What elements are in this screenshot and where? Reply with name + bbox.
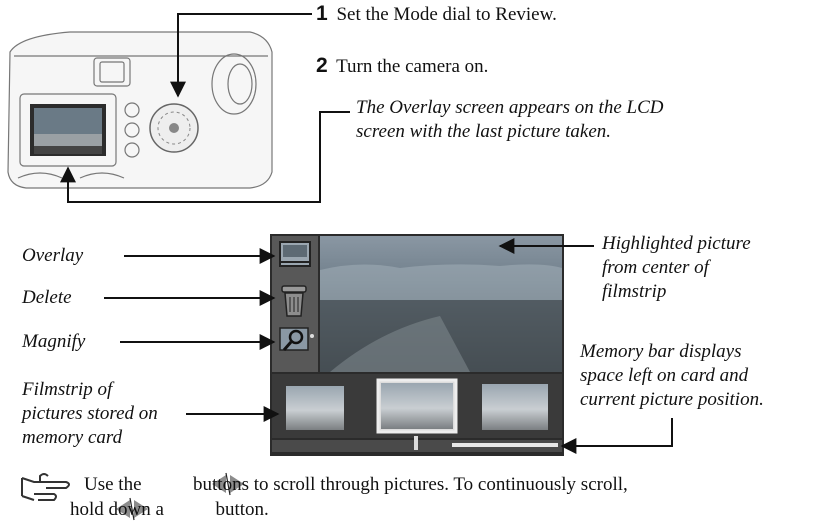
callout-highlighted-line-1: Highlighted picture xyxy=(602,233,751,254)
callout-memory-bar-line-1: Memory bar displays xyxy=(580,341,742,362)
overlay-icon[interactable] xyxy=(279,241,311,267)
callout-highlighted-line-2: from center of xyxy=(602,257,709,278)
callout-filmstrip-line-2: pictures stored on xyxy=(22,403,158,424)
overlay-note-line-2: screen with the last picture taken. xyxy=(356,121,612,142)
step-1-text: Set the Mode dial to Review. xyxy=(336,4,557,25)
tip-line-1-start: Use the xyxy=(84,474,142,495)
callout-delete: Delete xyxy=(22,287,72,308)
step-1: 1 Set the Mode dial to Review. xyxy=(316,2,557,26)
scroll-buttons-icon-2 xyxy=(116,497,148,521)
overlay-note: The Overlay screen appears on the LCD sc… xyxy=(356,96,663,144)
step-2-text: Turn the camera on. xyxy=(336,56,489,77)
tip-line-1-end: buttons to scroll through pictures. To c… xyxy=(193,474,628,495)
tip-line-2-start: hold down a xyxy=(70,499,164,520)
scroll-buttons-icon-1 xyxy=(212,472,244,496)
callout-highlighted: Highlighted picture from center of films… xyxy=(602,232,751,304)
callout-highlighted-line-3: filmstrip xyxy=(602,281,667,302)
magnify-icon[interactable] xyxy=(279,327,314,351)
callout-memory-bar-line-3: current picture position. xyxy=(580,389,764,410)
step-2: 2 Turn the camera on. xyxy=(316,54,488,78)
callout-memory-bar-line-2: space left on card and xyxy=(580,365,749,386)
callout-overlay: Overlay xyxy=(22,245,84,266)
callout-lines xyxy=(104,238,673,454)
callout-filmstrip-line-3: memory card xyxy=(22,427,123,448)
tip-line-1: Use the buttons to scroll through pictur… xyxy=(84,472,628,497)
pointing-hand-icon xyxy=(21,473,70,501)
overlay-note-line-1: The Overlay screen appears on the LCD xyxy=(356,97,664,118)
callout-magnify: Magnify xyxy=(22,331,86,352)
tip-line-2: hold down a button. xyxy=(70,497,269,522)
callout-filmstrip-line-1: Filmstrip of xyxy=(22,379,113,400)
memory-bar-position-marker xyxy=(414,436,418,450)
filmstrip-thumb-left[interactable] xyxy=(286,386,344,430)
callout-filmstrip: Filmstrip of pictures stored on memory c… xyxy=(22,378,158,450)
trash-icon[interactable] xyxy=(281,285,307,317)
step-arrows xyxy=(60,13,350,203)
tip-line-2-end: button. xyxy=(215,499,269,520)
filmstrip-thumb-right[interactable] xyxy=(482,384,548,430)
step-1-number: 1 xyxy=(316,2,328,25)
mode-dial[interactable] xyxy=(149,103,199,153)
callout-memory-bar: Memory bar displays space left on card a… xyxy=(580,340,764,412)
step-2-number: 2 xyxy=(316,54,328,77)
